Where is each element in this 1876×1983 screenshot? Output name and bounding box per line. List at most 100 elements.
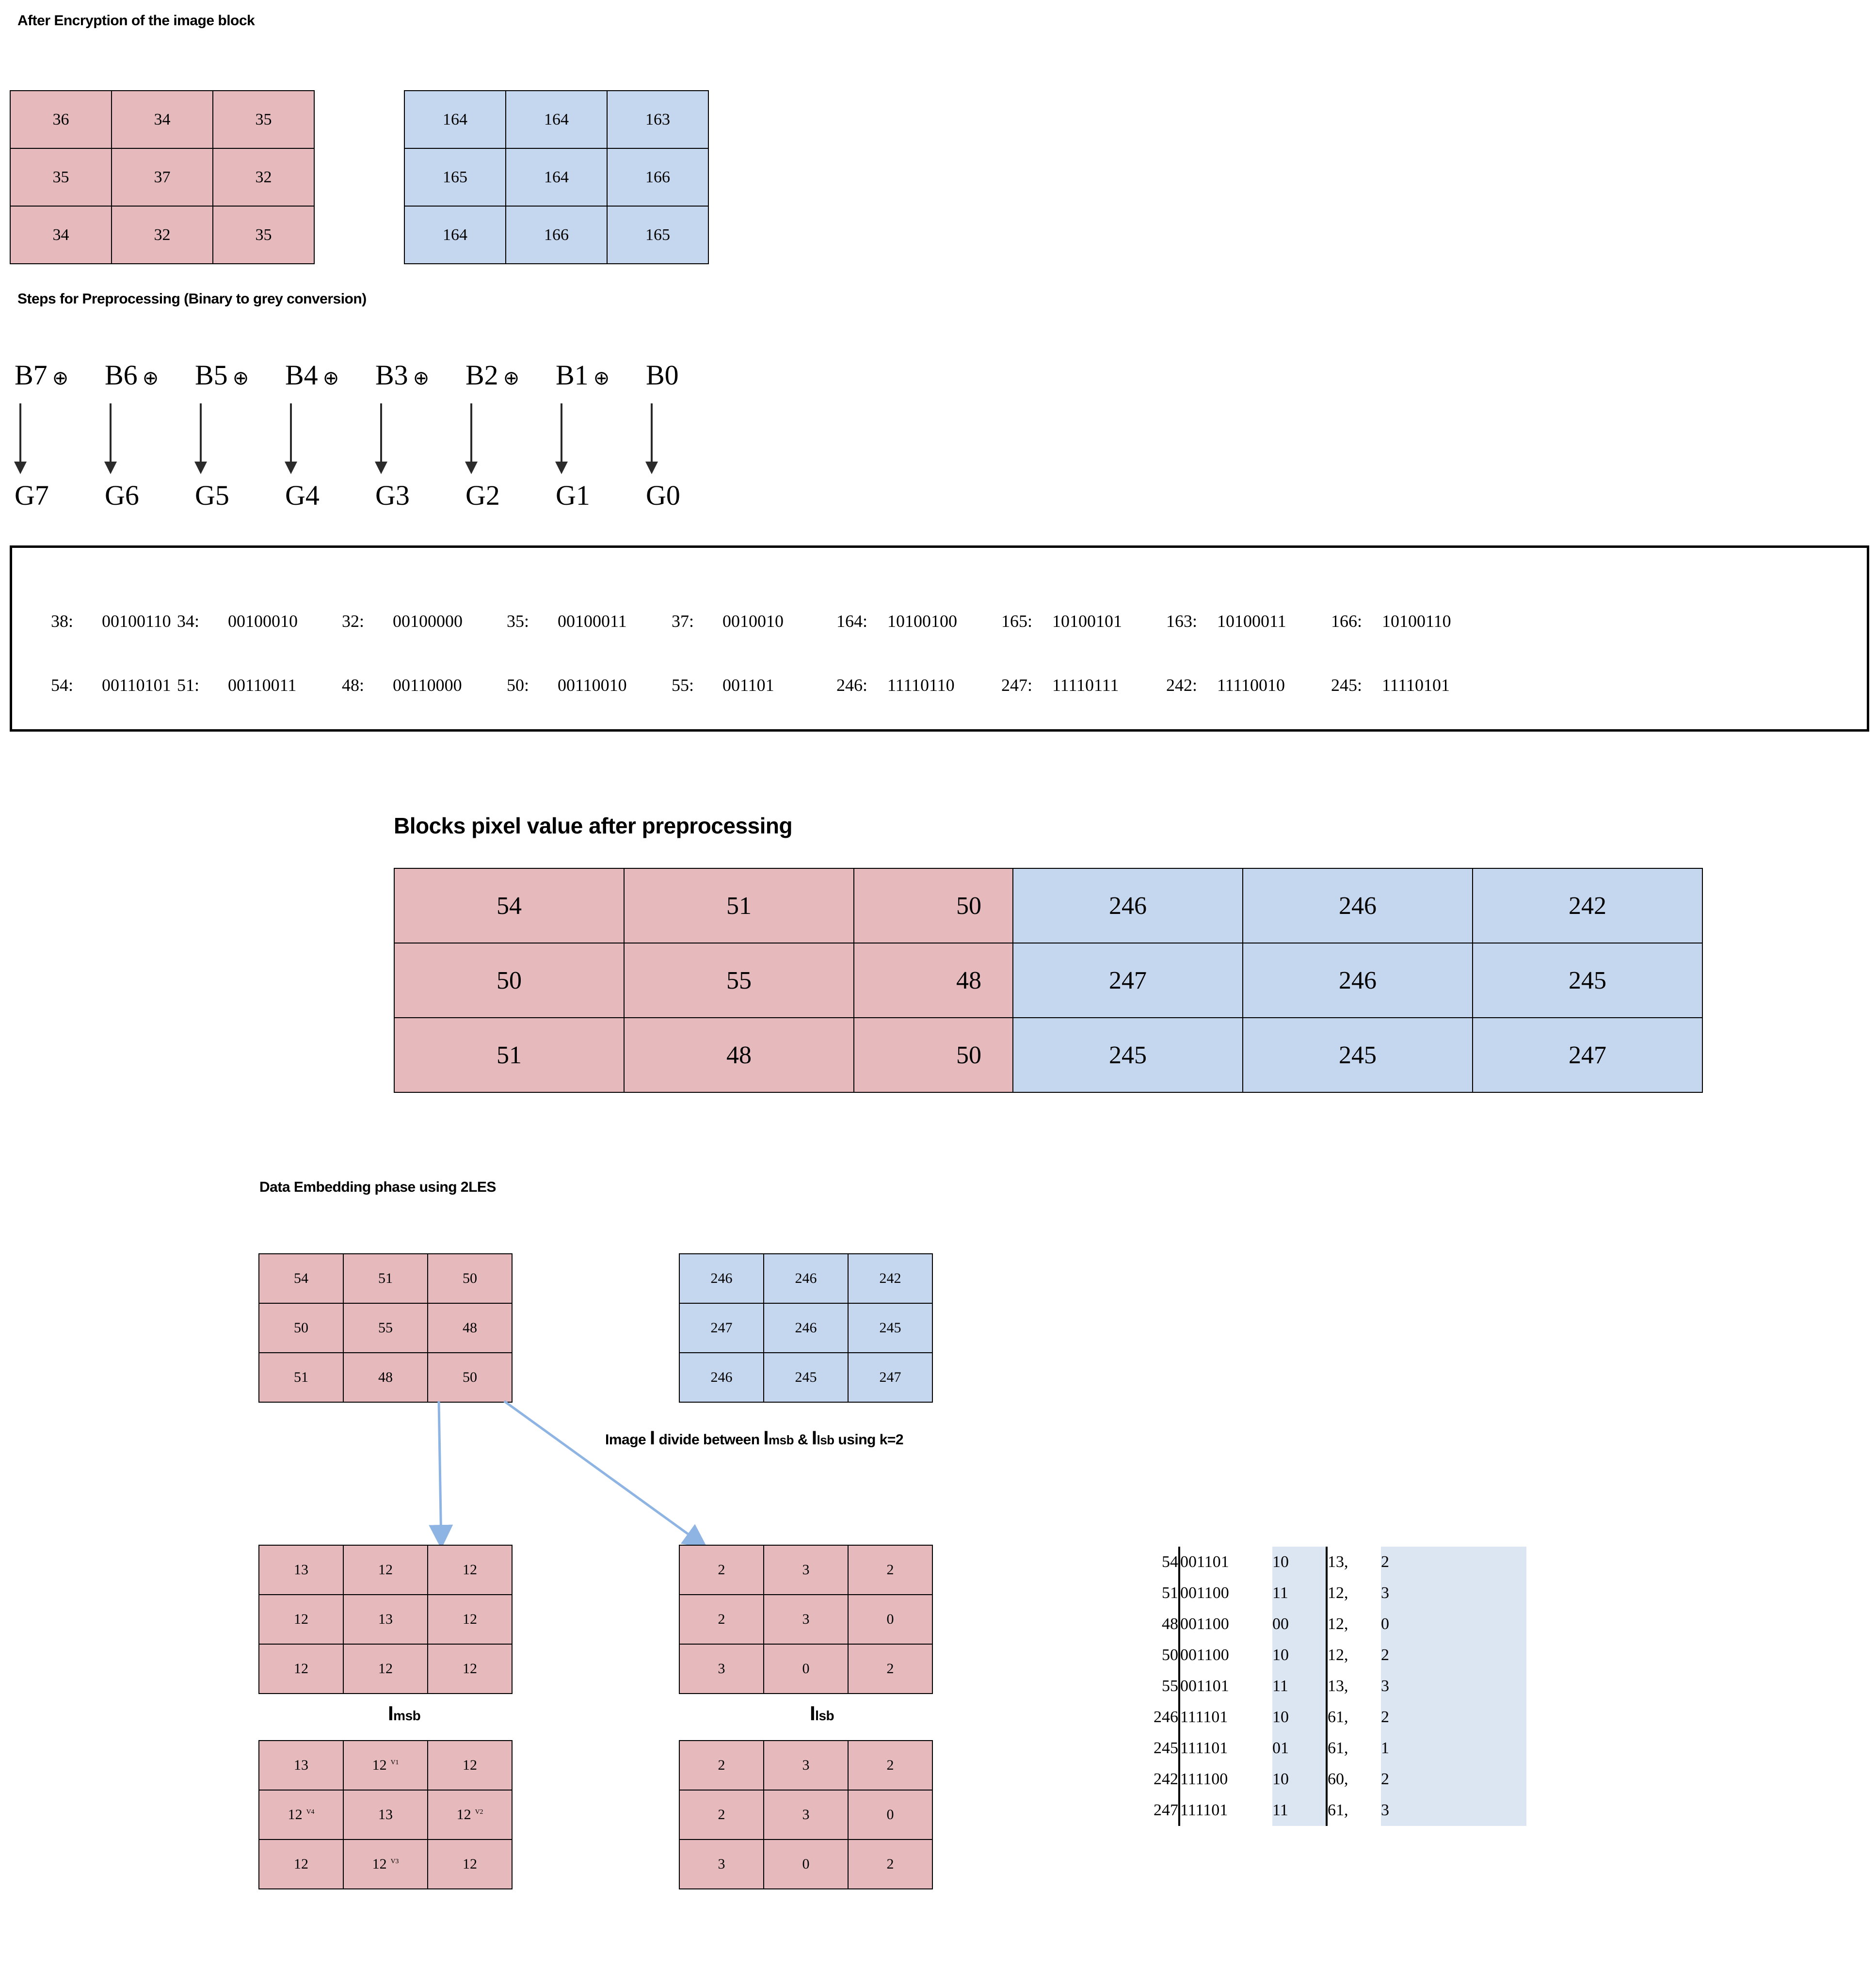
grey-bit-label-g7: G7	[15, 480, 49, 511]
binary-entry-decimal: 55:	[672, 675, 694, 695]
preprocessed-section-title: Blocks pixel value after preprocessing	[394, 813, 793, 838]
column-separator	[1178, 1609, 1180, 1640]
cell-msb-value: 12,	[1328, 1646, 1348, 1664]
cell-lsb-binary: 10	[1272, 1702, 1326, 1733]
binary-entry: 51:00110011	[177, 675, 337, 695]
column-separator	[1178, 1671, 1180, 1702]
cell-lsb-value: 3	[1381, 1671, 1526, 1702]
bit-label-b1: B1⊕	[556, 359, 609, 391]
embedding-section-title: Data Embedding phase using 2LES	[259, 1179, 496, 1195]
matrix-cell: 54	[258, 1253, 344, 1304]
bit-name: B1	[556, 359, 589, 391]
binary-entry: 165:10100101	[1001, 611, 1161, 631]
binary-entry-bits: 10100100	[887, 611, 957, 631]
binary-entry-decimal: 48:	[342, 675, 365, 695]
grey-bit-label-g2: G2	[465, 480, 500, 511]
cell-lsb-binary: 11	[1272, 1578, 1326, 1609]
preprocessing-section-title: Steps for Preprocessing (Binary to grey …	[17, 291, 367, 307]
matrix-cell: 246	[763, 1253, 849, 1304]
cell-decimal: 245	[1154, 1739, 1178, 1757]
binary-entry-bits: 00100011	[558, 611, 627, 631]
ilsb-label-sub: lsb	[815, 1708, 834, 1723]
matrix-cell: 35	[10, 148, 112, 207]
binary-entry: 34:00100010	[177, 611, 337, 631]
matrix-cell: 3	[763, 1545, 849, 1595]
down-arrow-head	[375, 462, 387, 474]
cell-msb-binary: 111101	[1180, 1708, 1228, 1726]
matrix-cell: 50	[258, 1303, 344, 1353]
cell-msb-value: 13,	[1328, 1677, 1348, 1695]
matrix-cell: 165	[404, 148, 506, 207]
cell-lsb-binary: 11	[1272, 1795, 1326, 1826]
matrix-cell: 37	[111, 148, 213, 207]
down-arrow-head	[104, 462, 117, 474]
binary-entry-bits: 00110010	[558, 675, 627, 695]
matrix-cell-marker: V2	[475, 1808, 483, 1815]
binary-entry-decimal: 166:	[1331, 611, 1363, 631]
matrix-cell: 32	[212, 148, 315, 207]
matrix-cell-value: 3	[802, 1807, 810, 1823]
matrix-cell: 35	[212, 90, 315, 149]
binary-entry: 163:10100011	[1166, 611, 1326, 631]
binary-entry-bits: 11110101	[1382, 675, 1450, 695]
matrix-cell: 3	[679, 1839, 764, 1889]
binary-entry: 166:10100110	[1331, 611, 1491, 631]
binary-entry-bits: 10100011	[1217, 611, 1286, 631]
binary-entry-decimal: 34:	[177, 611, 200, 631]
matrix-cell: 245	[1472, 943, 1703, 1018]
matrix-cell-value: 13	[378, 1807, 393, 1823]
down-arrow-head	[555, 462, 568, 474]
matrix-cell: 12	[343, 1545, 428, 1595]
matrix-cell: 245	[763, 1352, 849, 1403]
matrix-cell: 32	[111, 206, 213, 264]
matrix-cell: 247	[848, 1352, 933, 1403]
cell-lsb-value: 2	[1381, 1764, 1526, 1795]
matrix-row: 2 3 0	[679, 1790, 933, 1840]
cell-lsb-binary: 10	[1272, 1764, 1326, 1795]
matrix-cell: 246	[679, 1352, 764, 1403]
split-connector-arrows	[429, 1400, 708, 1549]
bit-label-b3: B3⊕	[375, 359, 429, 391]
binary-entry-bits: 00110101	[102, 675, 171, 695]
matrix-cell: 36	[10, 90, 112, 149]
cell-msb-binary: 001100	[1180, 1646, 1229, 1664]
matrix-cell-value: 12	[288, 1807, 303, 1823]
matrix-cell-value: 2	[886, 1856, 894, 1872]
ilsb-label-I: I	[810, 1702, 816, 1725]
binary-entry-decimal: 51:	[177, 675, 200, 695]
cell-msb-value: 13,	[1328, 1553, 1348, 1571]
cell-decimal: 242	[1154, 1770, 1178, 1788]
down-arrow-shaft	[651, 403, 653, 464]
binary-entry: 50:00110010	[507, 675, 667, 695]
divide-caption-part3: using k=2	[834, 1432, 904, 1448]
xor-icon: ⊕	[322, 367, 339, 389]
cell-decimal: 50	[1162, 1646, 1178, 1664]
matrix-cell: 3	[763, 1740, 849, 1791]
matrix-cell: 12	[258, 1839, 344, 1889]
cell-lsb-binary: 00	[1272, 1609, 1326, 1640]
matrix-cell: 2	[679, 1790, 764, 1840]
down-arrow-shaft	[561, 403, 562, 464]
matrix-cell-value: 12	[463, 1856, 477, 1872]
binary-entry: 48:00110000	[342, 675, 502, 695]
down-arrow-shaft	[19, 403, 21, 464]
matrix-cell-value: 0	[886, 1807, 894, 1823]
matrix-cell: 50	[427, 1253, 513, 1304]
grey-bit-label-g0: G0	[646, 480, 680, 511]
